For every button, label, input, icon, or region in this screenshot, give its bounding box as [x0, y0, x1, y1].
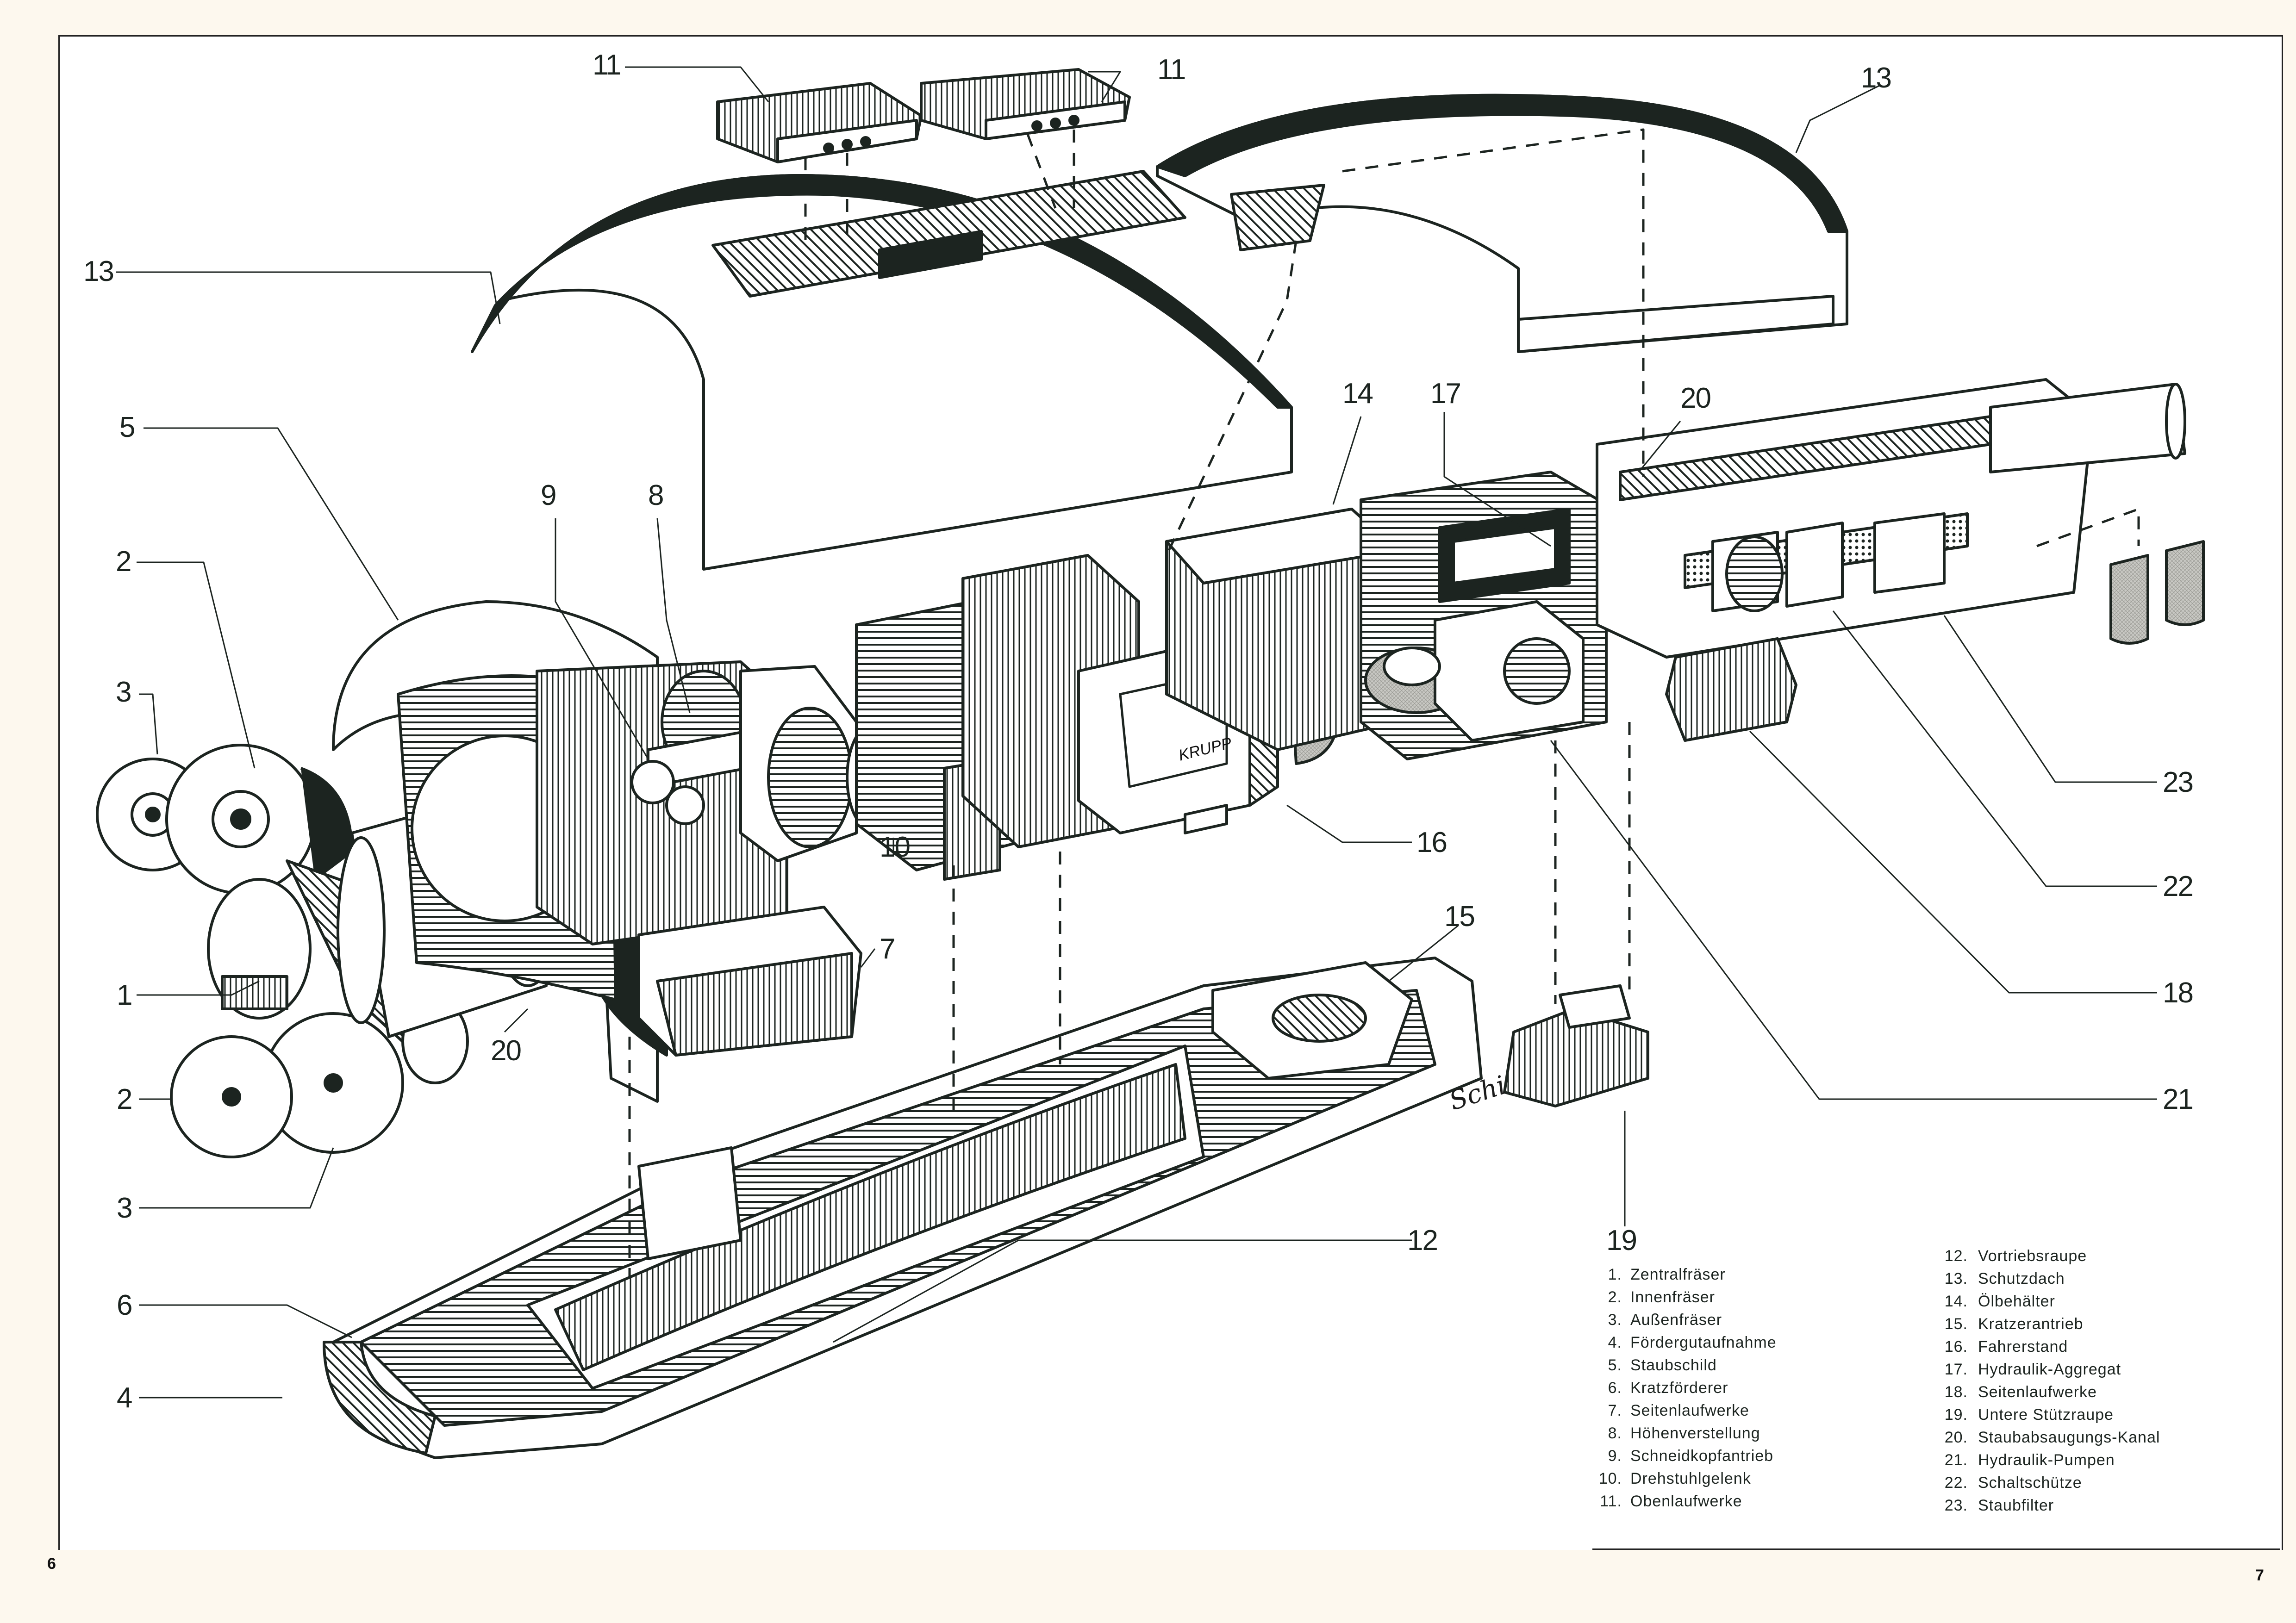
side-track-rear [1665, 637, 1797, 742]
roof-shell-front [471, 170, 1293, 571]
outer-cutter-lower [170, 1035, 293, 1158]
callout-7: 7 [880, 933, 896, 965]
callout-15: 15 [1444, 901, 1475, 933]
callout-11-right: 11 [1157, 54, 1186, 86]
legend-item: 18.Seitenlaufwerke [1944, 1383, 2097, 1401]
legend-right-column: 12.Vortriebsraupe 13.Schutzdach 14.Ölbeh… [1928, 1245, 2160, 1517]
roof-shell-rear [1156, 93, 1848, 353]
callout-20-right: 20 [1680, 382, 1711, 414]
legend-item: 7.Seitenlaufwerke [1608, 1402, 1749, 1419]
callout-4: 4 [117, 1382, 133, 1414]
pickup-plate [323, 1146, 742, 1455]
legend-item: 20.Staubabsaugungs-Kanal [1944, 1429, 2160, 1446]
rear-frame [1596, 378, 2186, 659]
conveyor-drive [1211, 961, 1413, 1080]
callout-5: 5 [119, 411, 136, 443]
legend-item: 15.Kratzerantrieb [1944, 1315, 2084, 1333]
callout-2-upper: 2 [116, 546, 132, 578]
callout-10: 10 [880, 831, 911, 863]
legend-item: 11.Obenlaufwerke [1600, 1492, 1742, 1510]
top-track-right [920, 68, 1131, 140]
page-number-left: 6 [47, 1555, 56, 1573]
callout-3-lower: 3 [117, 1192, 133, 1224]
top-track-left [716, 82, 923, 163]
legend-item: 10.Drehstuhlgelenk [1598, 1470, 1751, 1487]
legend-item: 19.Untere Stützraupe [1944, 1406, 2114, 1424]
dust-filters [2109, 540, 2205, 645]
legend-item: 17.Hydraulik-Aggregat [1944, 1361, 2121, 1378]
callout-13-right: 13 [1861, 62, 1892, 94]
switchgear-cabinets [1711, 512, 1946, 612]
legend-item: 5.Staubschild [1608, 1356, 1717, 1374]
legend-rule [1592, 1548, 2280, 1550]
legend-item: 2.Innenfräser [1608, 1288, 1715, 1306]
callout-23: 23 [2163, 766, 2194, 798]
legend-item: 14.Ölbehälter [1944, 1293, 2055, 1310]
callout-9: 9 [541, 479, 557, 511]
callout-17: 17 [1430, 378, 1461, 410]
callout-12: 12 [1407, 1225, 1438, 1256]
central-cutter [207, 878, 312, 1020]
legend-item: 13.Schutzdach [1944, 1270, 2065, 1287]
cutter-head-drive [536, 660, 798, 945]
side-track-front [637, 906, 862, 1057]
callout-2-lower: 2 [117, 1083, 133, 1115]
legend-item: 8.Höhenverstellung [1608, 1424, 1760, 1442]
legend-item: 22.Schaltschütze [1944, 1474, 2082, 1492]
inner-cutter-upper [165, 744, 353, 895]
legend-item: 9.Schneidkopfantrieb [1608, 1447, 1774, 1465]
legend-item: 23.Staubfilter [1944, 1497, 2054, 1514]
callout-11-left: 11 [593, 49, 621, 81]
legend-item: 12.Vortriebsraupe [1944, 1247, 2087, 1265]
callout-3-upper: 3 [116, 676, 132, 708]
legend-item: 1.Zentralfräser [1608, 1266, 1726, 1283]
callout-1: 1 [117, 979, 133, 1011]
hydraulic-pumps [1383, 600, 1585, 742]
callout-8: 8 [648, 479, 664, 511]
callout-6: 6 [117, 1289, 133, 1321]
callout-21: 21 [2163, 1083, 2194, 1115]
page-number-right: 7 [2255, 1567, 2264, 1584]
callout-14: 14 [1342, 378, 1373, 410]
callout-18: 18 [2163, 977, 2194, 1009]
legend-item: 6.Kratzförderer [1608, 1379, 1728, 1397]
callout-22: 22 [2163, 871, 2194, 902]
callout-19: 19 [1606, 1225, 1637, 1256]
legend-item: 21.Hydraulik-Pumpen [1944, 1451, 2115, 1469]
legend-item: 3.Außenfräser [1608, 1311, 1722, 1329]
legend-left-column: 1.Zentralfräser 2.Innenfräser 3.Außenfrä… [1592, 1263, 1777, 1513]
legend-item: 16.Fahrerstand [1944, 1338, 2068, 1356]
legend-item: 4.Fördergutaufnahme [1608, 1334, 1777, 1351]
oil-tank [1165, 508, 1399, 751]
callout-16: 16 [1416, 827, 1447, 858]
lower-support-crawler [1503, 984, 1649, 1107]
callout-20-left: 20 [491, 1035, 522, 1067]
callout-13-left: 13 [83, 255, 114, 287]
